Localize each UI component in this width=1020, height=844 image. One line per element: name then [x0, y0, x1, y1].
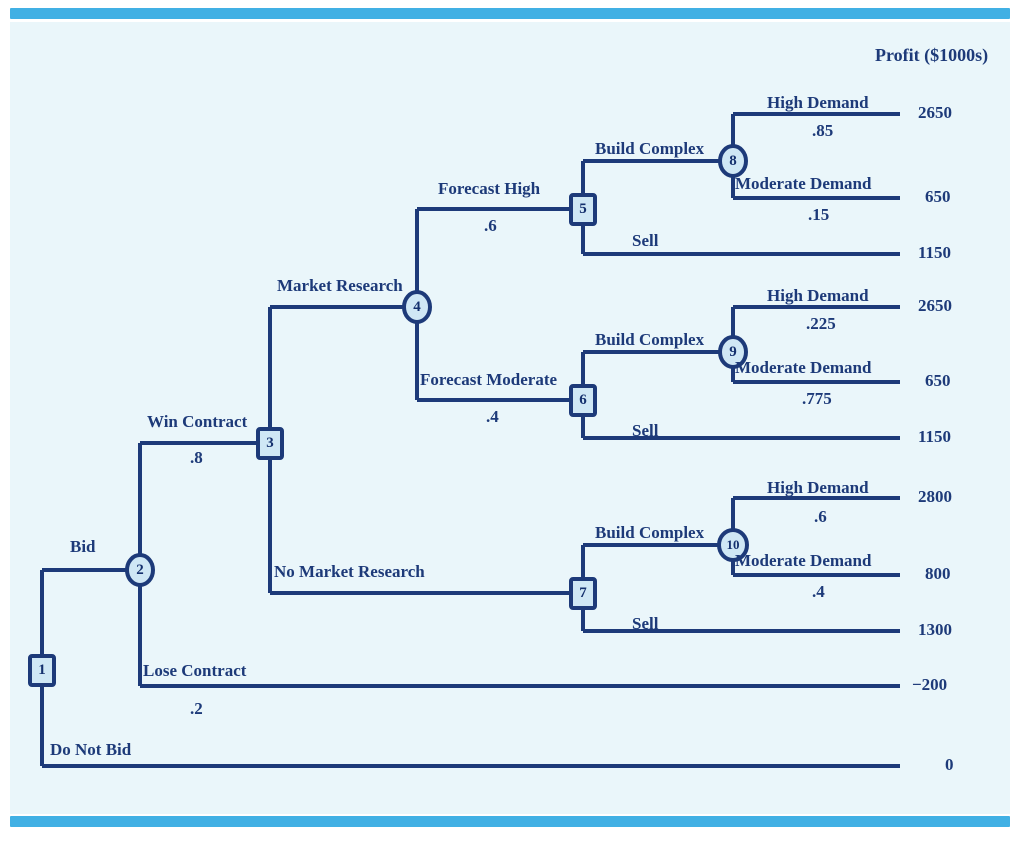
branch-label-forecast-moderate: Forecast Moderate: [420, 370, 558, 389]
branch-label-build-complex-7: Build Complex: [595, 523, 705, 542]
branch-label-bid: Bid: [70, 537, 96, 556]
branch-label-build-complex-6: Build Complex: [595, 330, 705, 349]
prob-label-high-demand-8: .85: [812, 121, 834, 140]
prob-label-high-demand-10: .6: [814, 507, 827, 526]
branch-label-no-market-research: No Market Research: [274, 562, 425, 581]
payoff-high-demand-9: 2650: [918, 296, 952, 315]
top-accent-bar: [10, 8, 1010, 19]
payoff-sell-7: 1300: [918, 620, 952, 639]
page-title: Profit ($1000s): [875, 45, 989, 65]
bottom-accent-bar: [10, 816, 1010, 827]
branch-label-moderate-demand-9: Moderate Demand: [735, 358, 872, 377]
prob-label-high-demand-9: .225: [806, 314, 836, 333]
branch-label-build-complex-5: Build Complex: [595, 139, 705, 158]
branch-label-lose-contract: Lose Contract: [143, 661, 247, 680]
prob-label-forecast-high: .6: [484, 216, 497, 235]
payoff-high-demand-8: 2650: [918, 103, 952, 122]
branch-label-moderate-demand-10: Moderate Demand: [735, 551, 872, 570]
branch-label-sell-6: Sell: [632, 421, 659, 440]
branch-label-win-contract: Win Contract: [147, 412, 248, 431]
branch-label-moderate-demand-8: Moderate Demand: [735, 174, 872, 193]
payoff-lose-contract: −200: [912, 675, 948, 694]
payoff-moderate-demand-8: 650: [925, 187, 951, 206]
chance-node-shapes: [125, 144, 749, 587]
prob-label-moderate-demand-8: .15: [808, 205, 830, 224]
branch-label-sell-5: Sell: [632, 231, 659, 250]
prob-label-moderate-demand-10: .4: [812, 582, 825, 601]
branch-label-forecast-high: Forecast High: [438, 179, 541, 198]
payoff-sell-6: 1150: [918, 427, 952, 446]
payoff-moderate-demand-10: 800: [925, 564, 951, 583]
diagram-canvas: [10, 22, 1010, 814]
branch-label-sell-7: Sell: [632, 614, 659, 633]
payoff-sell-5: 1150: [918, 243, 952, 262]
prob-label-win-contract: .8: [190, 448, 203, 467]
payoff-high-demand-10: 2800: [918, 487, 952, 506]
branch-label-high-demand-8: High Demand: [767, 93, 869, 112]
branch-label-high-demand-10: High Demand: [767, 478, 869, 497]
branch-label-do-not-bid: Do Not Bid: [50, 740, 132, 759]
branch-label-high-demand-9: High Demand: [767, 286, 869, 305]
prob-label-moderate-demand-9: .775: [802, 389, 832, 408]
decision-node-shapes: [28, 193, 597, 687]
payoff-moderate-demand-9: 650: [925, 371, 951, 390]
payoff-do-not-bid: 0: [945, 755, 954, 774]
branch-label-market-research: Market Research: [277, 276, 403, 295]
prob-label-lose-contract: .2: [190, 699, 203, 718]
prob-label-forecast-moderate: .4: [486, 407, 499, 426]
